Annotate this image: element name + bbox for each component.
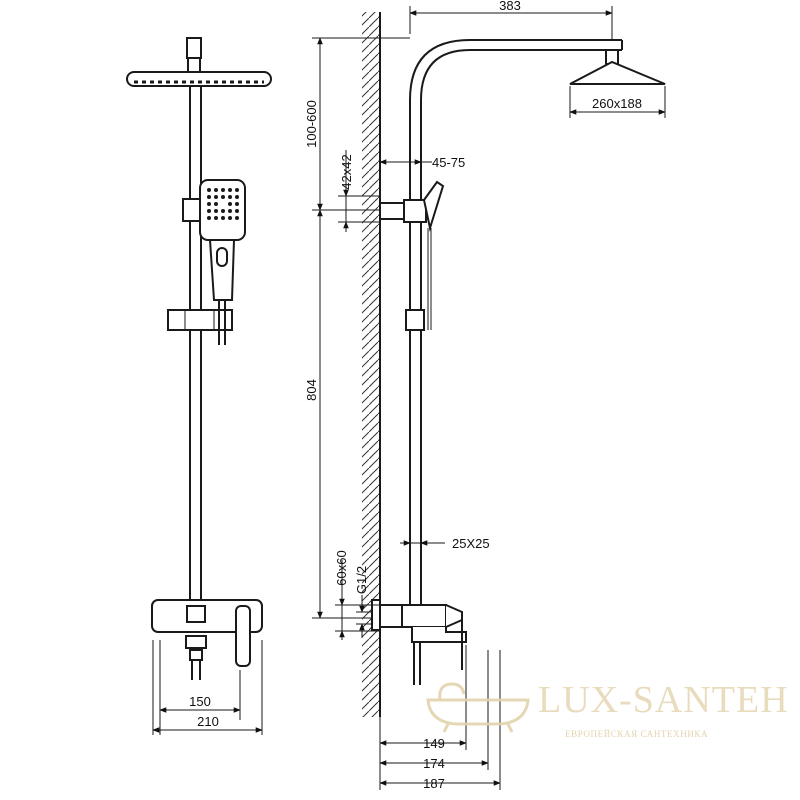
mixer-outlet	[186, 605, 206, 623]
dim-bracket-size: 42x42	[339, 154, 354, 189]
dim-depth-total: 187	[423, 776, 445, 791]
top-connector	[186, 37, 202, 59]
bathtub-logo-icon	[426, 682, 530, 733]
dim-rail-length: 804	[304, 379, 319, 401]
rain-head-side	[569, 60, 666, 85]
slider-holder-side	[405, 309, 425, 331]
front-view: 150 210	[126, 37, 272, 735]
dim-plate-size: 60x60	[334, 550, 349, 585]
rain-head-front	[126, 71, 272, 87]
hand-shower-button	[216, 247, 228, 267]
spout-front	[185, 635, 207, 649]
arm-upper	[409, 39, 622, 101]
hand-shower-side	[422, 180, 445, 232]
watermark: LUX-SANTEH ЕВРОПЕЙСКАЯ САНТЕХНИКА	[426, 679, 789, 739]
dim-arm-length: 383	[499, 0, 521, 13]
slider-holder-front	[167, 309, 233, 331]
mixer-wall-plate	[379, 604, 403, 628]
dim-mixer-outer: 210	[197, 714, 219, 729]
dim-head-size: 260x188	[592, 96, 642, 111]
dim-pipe-size: 25X25	[452, 536, 490, 551]
head-neck	[187, 57, 201, 73]
dim-mixer-inner: 150	[189, 694, 211, 709]
hand-shower-nozzles	[207, 188, 239, 220]
dim-depth-lever: 174	[423, 756, 445, 771]
mixer-lever-front	[235, 605, 251, 667]
mixer-body-front	[151, 599, 263, 633]
dim-bar-range: 100-600	[304, 100, 319, 148]
wall-hatch	[362, 12, 380, 717]
dim-thread: G1/2	[354, 566, 369, 594]
arm-lower	[420, 49, 622, 101]
dim-depth-spout: 149	[423, 736, 445, 751]
mixer-lever-side	[445, 604, 463, 628]
watermark-brand: LUX-SANTEH	[538, 679, 789, 721]
watermark-tagline: ЕВРОПЕЙСКАЯ САНТЕХНИКА	[565, 729, 708, 739]
dim-bracket-offset: 45-75	[432, 155, 465, 170]
mixer-body-side	[401, 604, 447, 628]
side-view: 383 260x188 100-600 42x42 45-75 804 25X2…	[304, 0, 666, 791]
spout-side	[411, 627, 467, 643]
